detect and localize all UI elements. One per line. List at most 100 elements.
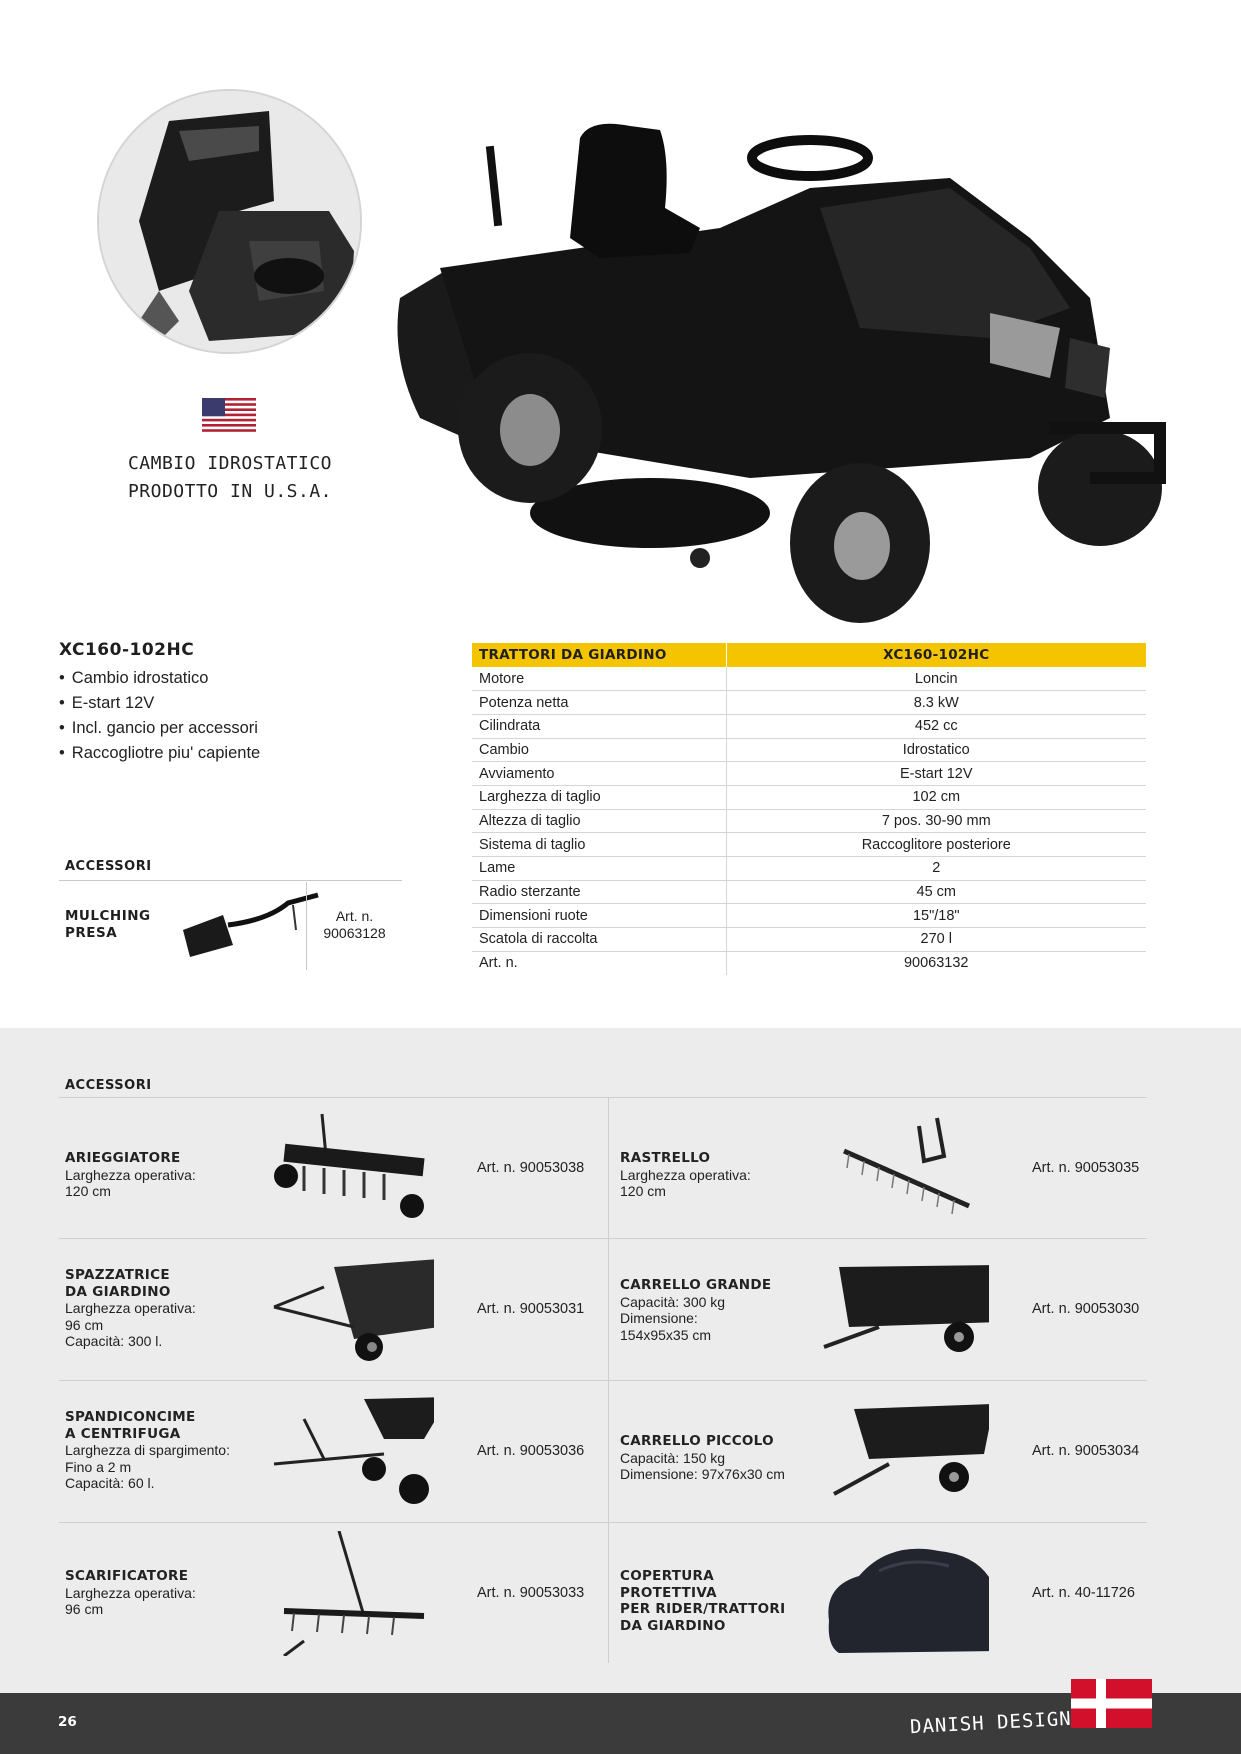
model-title: XC160-102HC [59, 640, 195, 660]
accessory-article-number: Art. n. 90053030 [1032, 1301, 1140, 1317]
accessory-name: SCARIFICATORE [65, 1568, 189, 1584]
feature-list: Cambio idrostatico E-start 12V Incl. gan… [59, 666, 260, 766]
spec-value: Loncin [725, 667, 1146, 692]
feature-item: Raccogliotre piu' capiente [59, 741, 260, 766]
feature-item: Cambio idrostatico [59, 666, 260, 691]
feature-item: Incl. gancio per accessori [59, 716, 260, 741]
lawn-sweeper-photo [273, 1259, 434, 1361]
spec-label: Radio sterzante [472, 880, 726, 905]
large-trailer-photo [823, 1265, 989, 1352]
spec-value: 90063132 [725, 951, 1146, 975]
rake-photo [842, 1117, 971, 1215]
spec-value: 8.3 kW [725, 690, 1146, 715]
spec-label: Scatola di raccolta [472, 927, 726, 952]
accessory-name: SPAZZATRICE DA GIARDINO [65, 1267, 171, 1300]
accessory-article-number: Art. n. 90053038 [477, 1160, 585, 1176]
hydrostatic-detail-photo [97, 89, 362, 354]
accessory-lawn-sweeper: SPAZZATRICE DA GIARDINO Larghezza operat… [59, 1239, 607, 1380]
spec-value: 270 l [725, 927, 1146, 952]
aerator-photo [274, 1113, 425, 1218]
accessory-large-trailer: CARRELLO GRANDE Capacità: 300 kg Dimensi… [614, 1239, 1162, 1380]
divider [306, 882, 307, 970]
brand-tagline: DANISH DESIGN [909, 1707, 1073, 1739]
protective-cover-photo [828, 1548, 989, 1653]
accessory-text: ARIEGGIATORE Larghezza operativa: 120 cm [65, 1150, 255, 1200]
accessories-section: ACCESSORI ARIEGGIATORE Larghezza operati… [0, 1028, 1241, 1693]
accessory-text: CARRELLO PICCOLO Capacità: 150 kg Dimens… [620, 1433, 810, 1483]
feature-item: E-start 12V [59, 691, 260, 716]
spec-label: Larghezza di taglio [472, 785, 726, 810]
mulching-article-number: Art. n. 90063128 [312, 908, 397, 942]
accessory-text: CARRELLO GRANDE Capacità: 300 kg Dimensi… [620, 1277, 810, 1343]
accessories-heading: ACCESSORI [65, 1078, 152, 1093]
accessory-name: CARRELLO PICCOLO [620, 1433, 774, 1449]
spec-value: E-start 12V [725, 761, 1146, 786]
spec-header-model: XC160-102HC [725, 643, 1146, 667]
spec-value: 45 cm [725, 880, 1146, 905]
spec-label: Dimensioni ruote [472, 903, 726, 929]
note-line-2: PRODOTTO IN U.S.A. [127, 481, 333, 502]
spec-value: 102 cm [725, 785, 1146, 810]
accessory-name: ARIEGGIATORE [65, 1150, 181, 1166]
accessory-scarifier: SCARIFICATORE Larghezza operativa: 96 cm… [59, 1523, 607, 1664]
accessory-aerator: ARIEGGIATORE Larghezza operativa: 120 cm… [59, 1098, 607, 1239]
accessory-description: Larghezza operativa: 120 cm [65, 1166, 196, 1200]
accessory-small-trailer: CARRELLO PICCOLO Capacità: 150 kg Dimens… [614, 1381, 1162, 1522]
spec-label: Sistema di taglio [472, 832, 726, 857]
divider [59, 1522, 1147, 1523]
divider [59, 1097, 1147, 1098]
spreader-photo [273, 1397, 434, 1504]
accessory-description: Larghezza operativa: 96 cm [65, 1584, 196, 1618]
hydrostatic-note: CAMBIO IDROSTATICO PRODOTTO IN U.S.A. [100, 450, 360, 506]
spec-header-row: TRATTORI DA GIARDINO XC160-102HC [472, 643, 1146, 667]
accessory-text: SPAZZATRICE DA GIARDINO Larghezza operat… [65, 1267, 255, 1350]
mulching-accessory-name: MULCHING PRESA [65, 908, 151, 942]
accessory-text: SCARIFICATORE Larghezza operativa: 96 cm [65, 1568, 255, 1618]
accessory-name: CARRELLO GRANDE [620, 1277, 772, 1293]
accessory-description: Capacità: 300 kg Dimensione: 154x95x35 c… [620, 1293, 726, 1343]
accessory-name: COPERTURA PROTETTIVA PER RIDER/TRATTORI … [620, 1568, 786, 1634]
spec-value: 7 pos. 30-90 mm [725, 809, 1146, 834]
note-line-1: CAMBIO IDROSTATICO [127, 453, 333, 474]
name-line: MULCHING [65, 908, 151, 924]
spec-value: Raccoglitore posteriore [725, 832, 1146, 857]
accessory-description: Larghezza operativa: 120 cm [620, 1166, 751, 1200]
riding-mower-photo [397, 123, 1166, 623]
spec-label: Lame [472, 856, 726, 881]
divider [59, 1238, 1147, 1239]
accessory-article-number: Art. n. 90053035 [1032, 1160, 1140, 1176]
accessory-name: RASTRELLO [620, 1150, 711, 1166]
spec-label: Art. n. [479, 955, 518, 972]
spec-header-category: TRATTORI DA GIARDINO [472, 643, 726, 667]
usa-flag-icon [202, 398, 256, 432]
accessory-text: RASTRELLO Larghezza operativa: 120 cm [620, 1150, 810, 1200]
accessory-article-number: Art. n. 90053036 [477, 1443, 585, 1459]
spec-value: 2 [725, 856, 1146, 881]
accessory-description: Capacità: 150 kg Dimensione: 97x76x30 cm [620, 1449, 785, 1483]
denmark-flag-icon [1071, 1679, 1152, 1728]
accessory-description: Larghezza di spargimento: Fino a 2 m Cap… [65, 1442, 230, 1491]
accessory-protective-cover: COPERTURA PROTETTIVA PER RIDER/TRATTORI … [614, 1523, 1162, 1664]
divider [608, 1098, 609, 1663]
page-number: 26 [58, 1714, 77, 1730]
scarifier-photo [283, 1531, 425, 1656]
spec-label: Cambio [472, 738, 726, 763]
art-value: 90063128 [323, 925, 386, 941]
accessories-heading: ACCESSORI [65, 859, 152, 874]
art-label: Art. n. [335, 908, 374, 924]
accessory-article-number: Art. n. 40-11726 [1032, 1585, 1135, 1601]
mulching-kit-photo [183, 892, 319, 957]
accessory-text: COPERTURA PROTETTIVA PER RIDER/TRATTORI … [620, 1568, 810, 1634]
spec-label: Avviamento [472, 761, 726, 786]
